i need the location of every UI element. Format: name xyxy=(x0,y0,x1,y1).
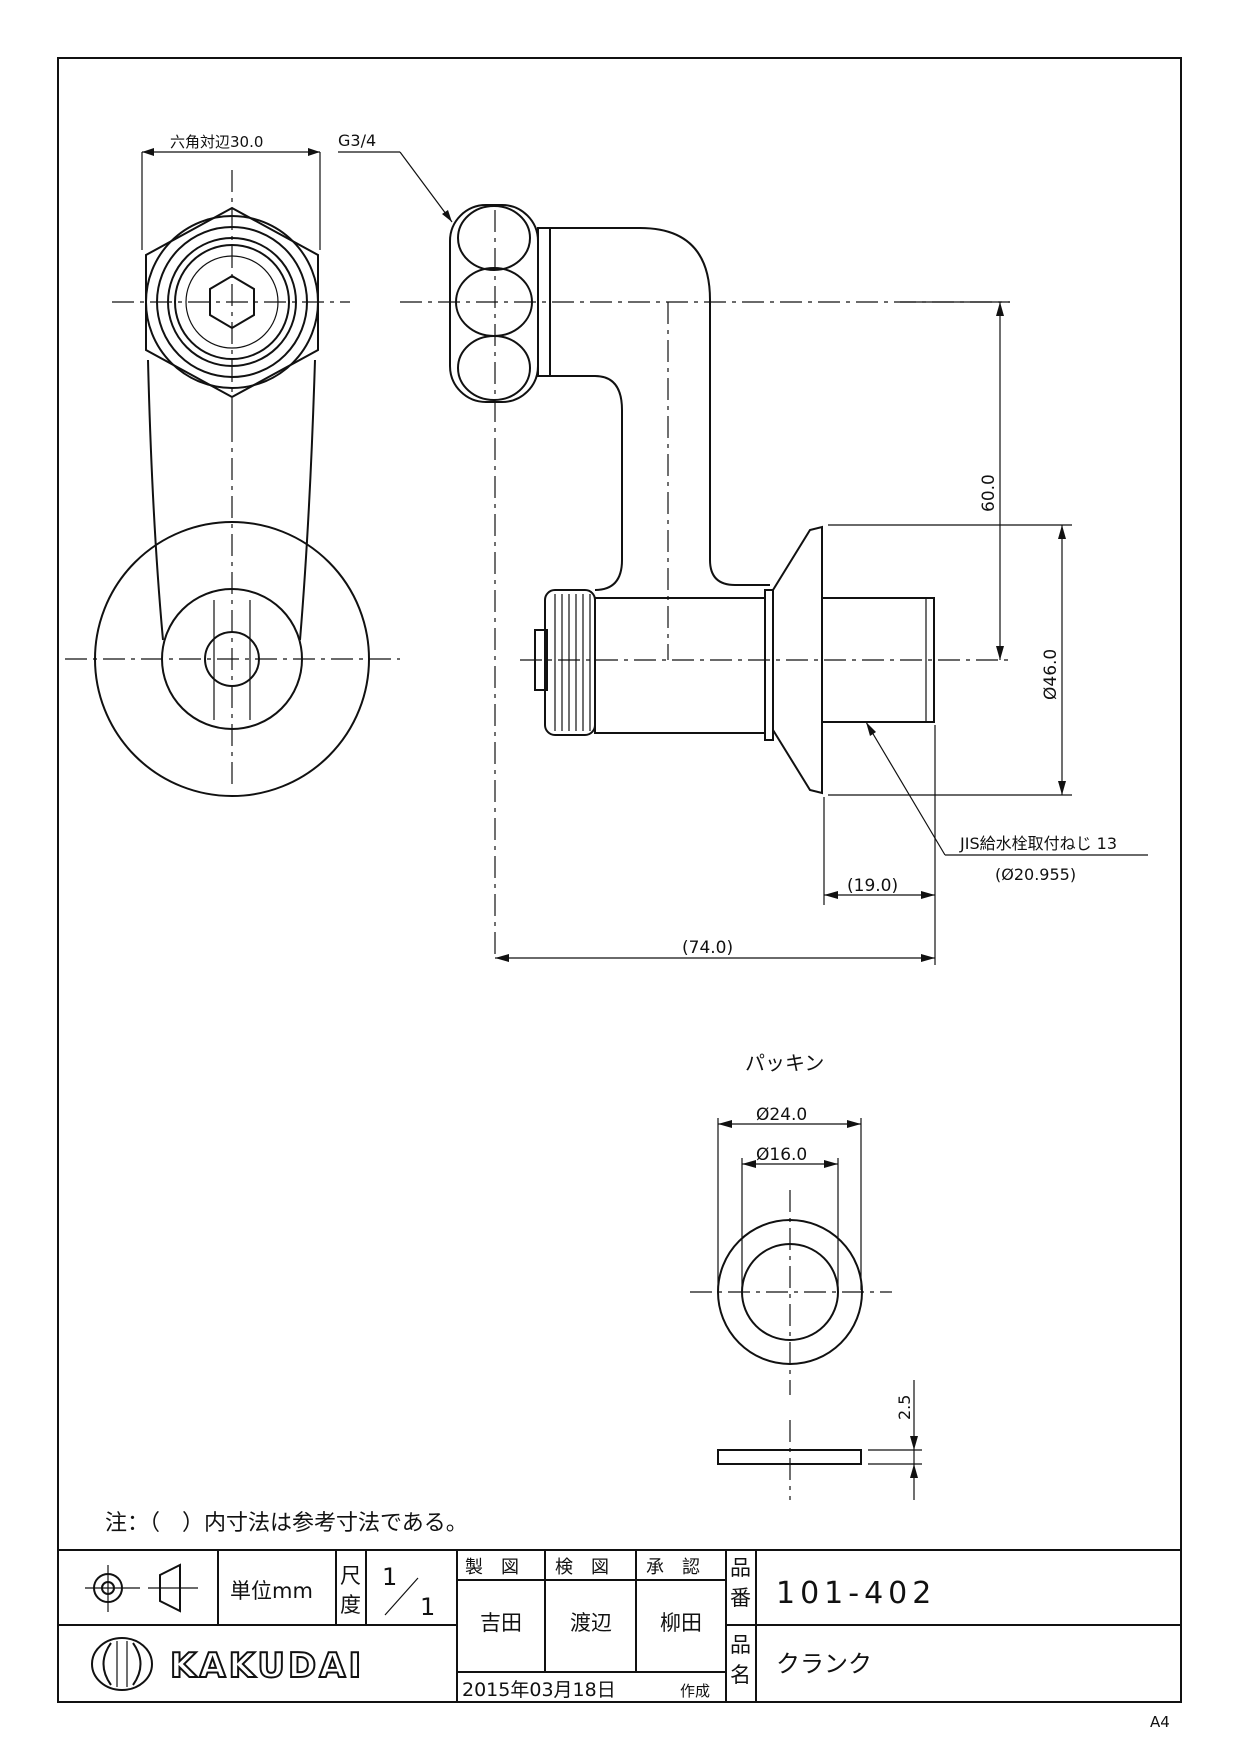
packing-view: パッキン Ø24.0 Ø16.0 2.5 xyxy=(690,1051,922,1500)
scale-denominator: 1 xyxy=(420,1593,435,1621)
checked-by: 渡辺 xyxy=(570,1611,612,1635)
checked-label: 検 図 xyxy=(555,1557,609,1578)
hex-across-flats-label: 六角対辺30.0 xyxy=(170,133,263,151)
dim-74: (74.0) xyxy=(495,938,935,962)
len-19-label: (19.0) xyxy=(847,876,898,896)
dim-46: Ø46.0 xyxy=(828,524,1072,796)
part-number: 101-402 xyxy=(776,1576,936,1611)
dim-g-thread: G3/4 xyxy=(338,131,453,223)
height-60-label: 60.0 xyxy=(979,474,999,512)
brand-name: KAKUDAI xyxy=(170,1646,364,1686)
side-view xyxy=(400,204,1010,960)
front-view xyxy=(65,170,400,797)
creation-date: 2015年03月18日 xyxy=(462,1679,616,1701)
drawn-label: 製 図 xyxy=(465,1557,519,1578)
packing-thickness-label: 2.5 xyxy=(895,1395,914,1420)
part-no-label-1: 品 xyxy=(730,1556,751,1580)
part-name-label-2: 名 xyxy=(730,1663,751,1687)
jis-thread-label: JIS給水栓取付ねじ 13 xyxy=(959,834,1117,853)
dim-19: (19.0) xyxy=(823,725,936,965)
title-block: 単位mm 尺 度 1 1 製 図 検 図 承 認 吉田 渡辺 柳田 品 番 10… xyxy=(57,1549,1182,1703)
packing-outer-dia-label: Ø24.0 xyxy=(756,1105,807,1125)
unit-label: 単位mm xyxy=(230,1579,313,1603)
drawn-by: 吉田 xyxy=(480,1611,522,1635)
approved-by: 柳田 xyxy=(660,1611,702,1635)
dim-60: 60.0 xyxy=(900,301,1010,660)
packing-title: パッキン xyxy=(745,1051,824,1075)
dim-jis-thread: JIS給水栓取付ねじ 13 (Ø20.955) xyxy=(865,721,1148,884)
g-thread-label: G3/4 xyxy=(338,131,376,150)
scale-label-2: 度 xyxy=(340,1593,361,1617)
dim-hex: 六角対辺30.0 xyxy=(141,133,321,250)
approved-label: 承 認 xyxy=(646,1557,700,1578)
created-label: 作成 xyxy=(680,1682,710,1700)
jis-dia-label: (Ø20.955) xyxy=(995,865,1076,884)
part-name-label-1: 品 xyxy=(730,1633,751,1657)
reference-note: 注：（ ）内寸法は参考寸法である。 xyxy=(105,1511,468,1536)
packing-inner-dia-label: Ø16.0 xyxy=(756,1145,807,1165)
sheet-size: A4 xyxy=(1150,1713,1170,1731)
dia-46-label: Ø46.0 xyxy=(1041,649,1061,700)
kakudai-logo: KAKUDAI xyxy=(91,1637,364,1691)
len-74-label: (74.0) xyxy=(682,938,733,958)
third-angle-projection-icon xyxy=(85,1563,198,1613)
part-name: クランク xyxy=(776,1650,872,1678)
scale-numerator: 1 xyxy=(382,1563,397,1591)
scale-label-1: 尺 xyxy=(340,1564,361,1588)
part-no-label-2: 番 xyxy=(730,1586,751,1610)
